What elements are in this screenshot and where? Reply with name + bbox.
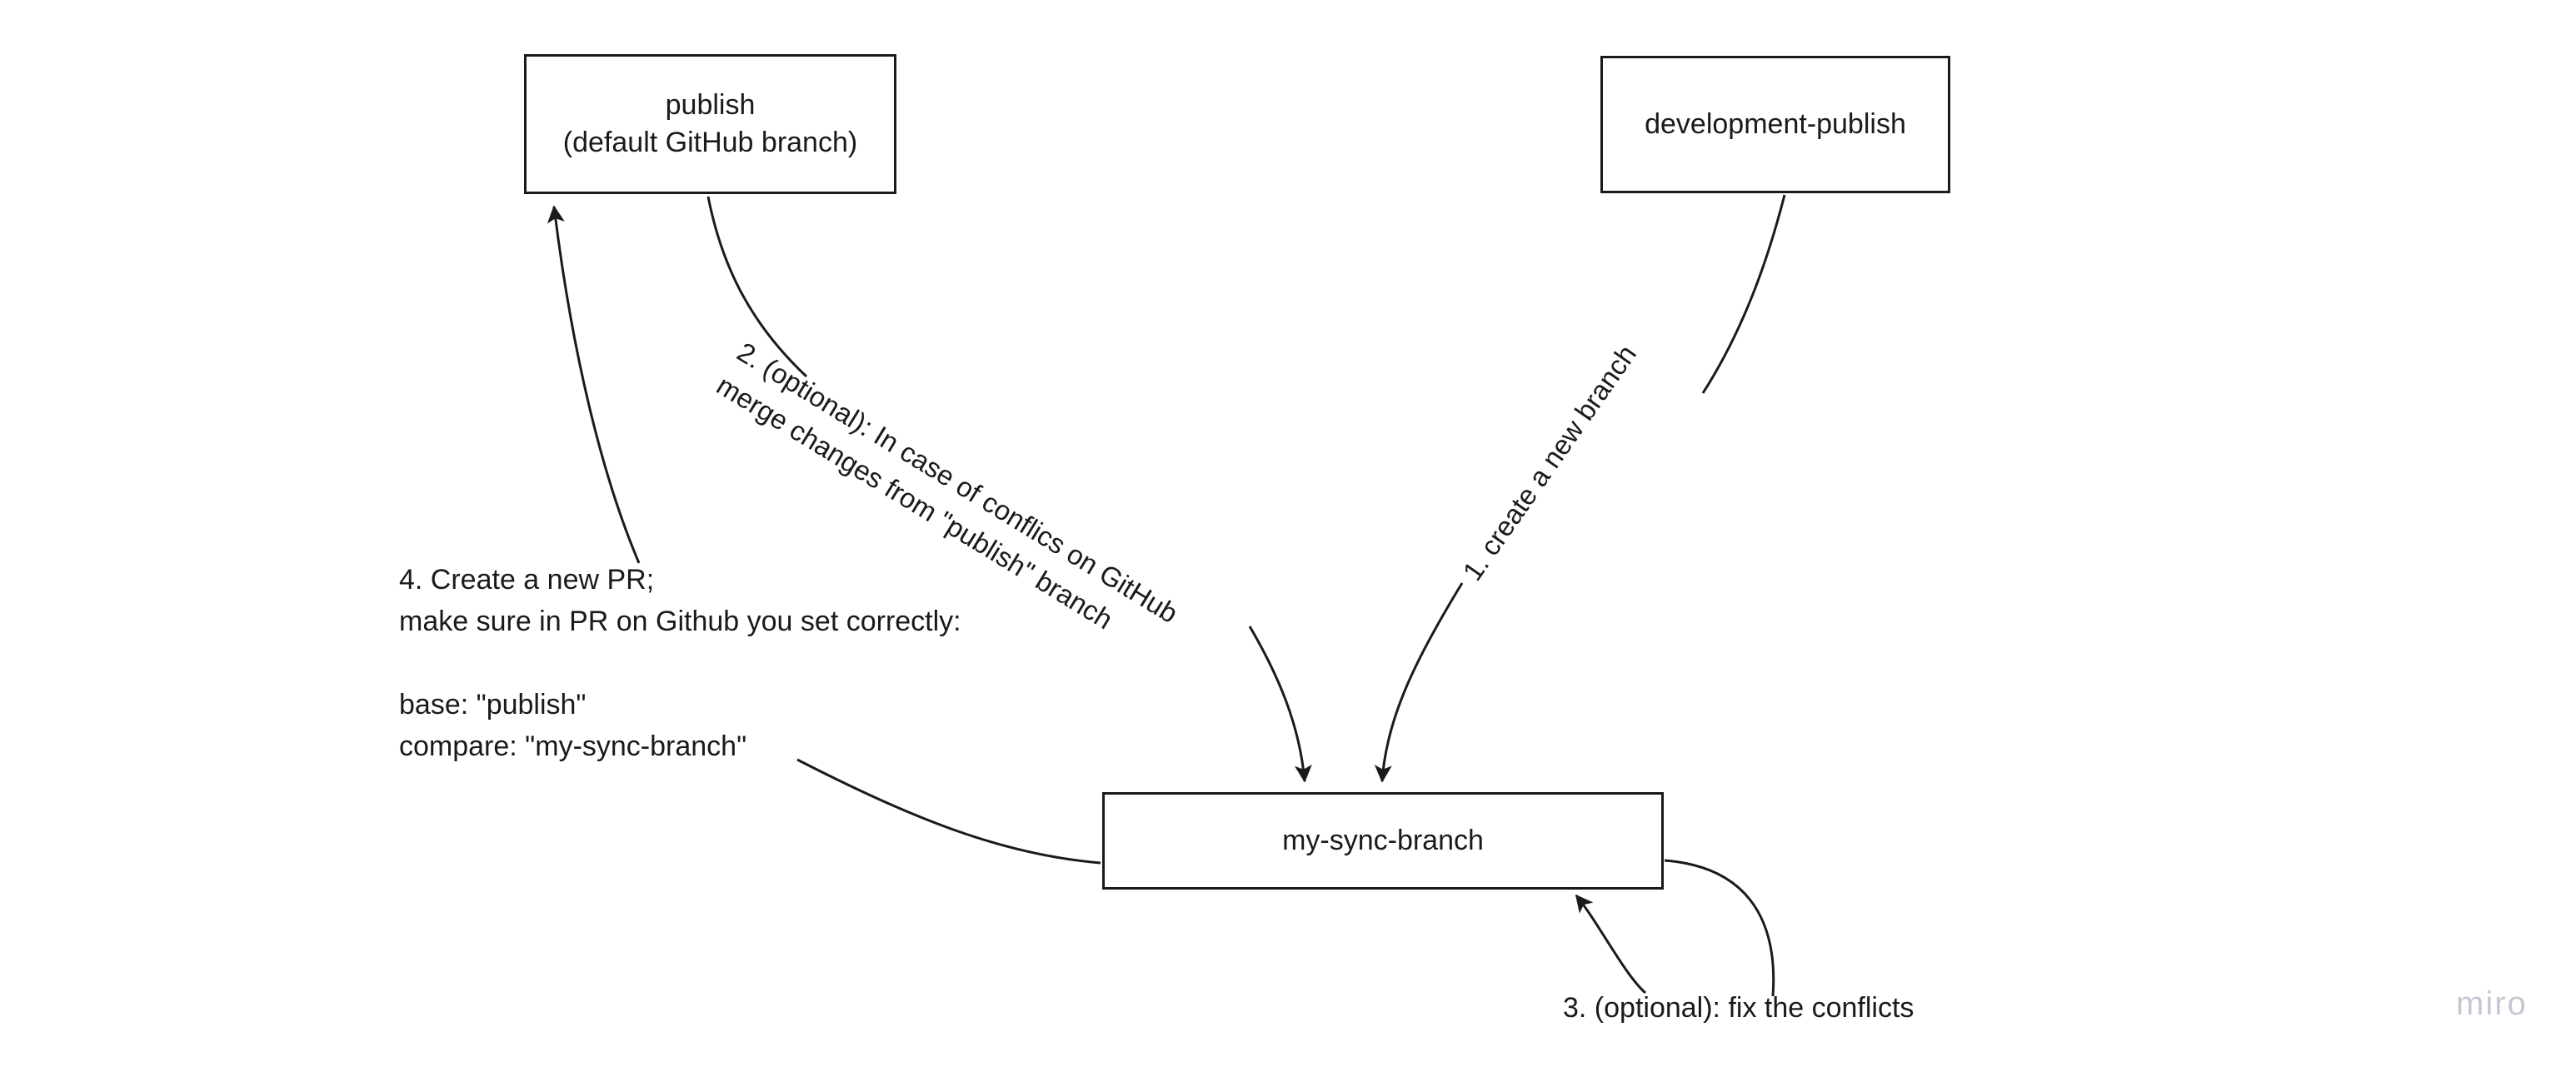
edge-devpub-to-mysync-tail <box>1374 582 1464 783</box>
node-publish[interactable]: publish (default GitHub branch) <box>524 54 896 194</box>
edge-publish-to-mysync-tail <box>1248 626 1312 783</box>
edge-fix-conflicts-out <box>1664 859 1775 997</box>
node-my-sync-branch-label: my-sync-branch <box>1282 824 1484 856</box>
node-publish-label: publish (default GitHub branch) <box>562 88 858 158</box>
miro-watermark: miro <box>2456 985 2528 1022</box>
node-my-sync-branch[interactable]: my-sync-branch <box>1102 792 1664 890</box>
node-development-publish-label: development-publish <box>1645 107 1906 140</box>
edge-label-step-1: 1. create a new branch <box>1456 339 1643 586</box>
edge-label-step-3: 3. (optional): fix the conflicts <box>1563 992 1915 1024</box>
annotation-step-4: 4. Create a new PR; make sure in PR on G… <box>399 564 961 762</box>
edge-mysync-to-publish <box>547 205 641 564</box>
edge-mysync-left-tail <box>796 758 1101 865</box>
edge-devpub-to-mysync-head <box>1701 194 1786 394</box>
edge-fix-conflicts-in <box>1575 894 1646 995</box>
node-development-publish[interactable]: development-publish <box>1600 56 1950 193</box>
